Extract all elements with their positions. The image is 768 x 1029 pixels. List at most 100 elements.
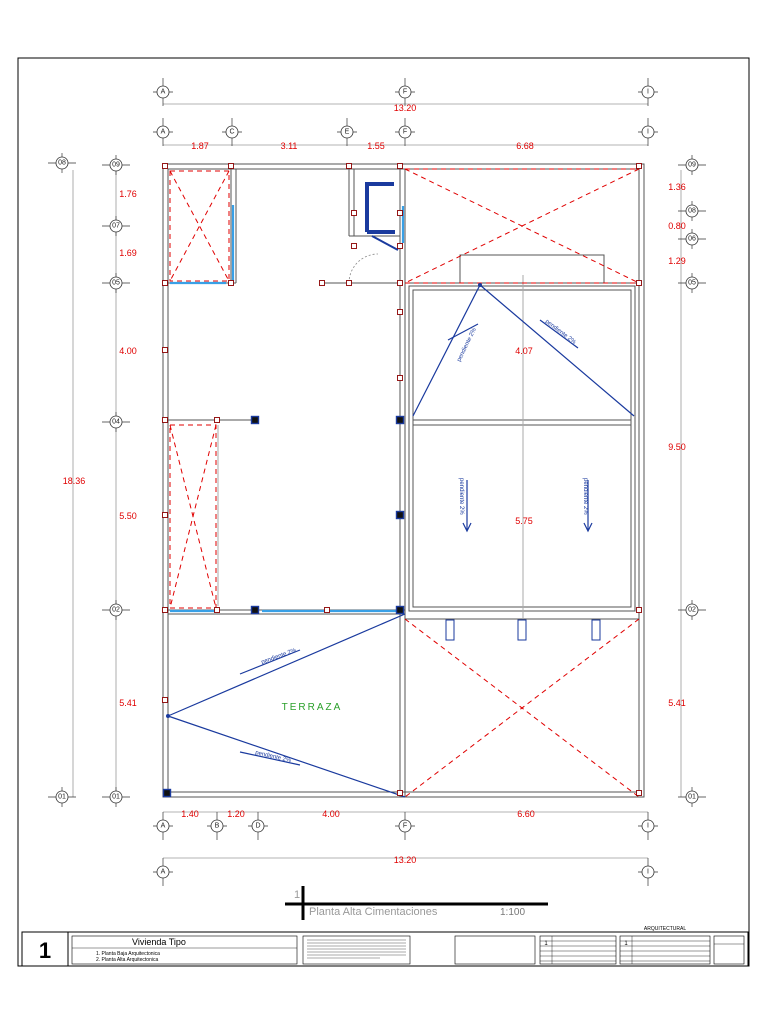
column-21	[214, 607, 220, 613]
axis-top-inner-e-label: E	[345, 129, 350, 136]
axis-top-inner-i: I	[638, 118, 658, 146]
box-header-c: ARQUITECTURAL	[644, 926, 686, 932]
axis-left-07-2-label: 07	[112, 223, 120, 230]
column-17	[395, 415, 405, 425]
column-27	[162, 788, 172, 798]
axis-left-02-5-label: 02	[112, 607, 120, 614]
axis-bottom-outer-a-label: A	[161, 869, 166, 876]
column-9	[397, 280, 403, 286]
dim-top-seg-3: 6.68	[516, 141, 534, 151]
column-13	[397, 375, 403, 381]
axis-right-02: 02	[678, 600, 706, 620]
roof-vents	[445, 619, 601, 641]
axis-right-05-label: 05	[688, 280, 696, 287]
column-33	[351, 243, 357, 249]
column-28	[397, 790, 403, 796]
column-10	[636, 280, 642, 286]
axis-right-08: 08	[678, 201, 706, 221]
axis-top-inner-i-label: I	[647, 129, 649, 136]
column-16	[250, 415, 260, 425]
axis-top-outer-f-label: F	[403, 89, 407, 96]
axis-top-inner-f: F	[395, 118, 415, 146]
column-1	[228, 163, 234, 169]
roof-slab	[217, 254, 636, 618]
axis-bottom-inner-f-label: F	[403, 823, 407, 830]
drawing-title: 1 Planta Alta Cimentaciones 1:100	[285, 886, 548, 920]
axis-bottom-inner-d-label: D	[255, 823, 260, 830]
axis-right-06-label: 06	[688, 236, 696, 243]
stair-element	[365, 182, 399, 251]
windows	[170, 205, 405, 613]
axis-left-01-6: 01	[102, 787, 130, 807]
slope-label-2: pendiente 2%	[544, 319, 577, 346]
dim-top-seg-2: 1.55	[367, 141, 385, 151]
axis-bottom-inner-a: A	[153, 812, 173, 840]
axis-left-outer-01: 01	[48, 787, 76, 807]
slope-label-3: pendiente 2%	[458, 478, 464, 515]
column-0	[162, 163, 168, 169]
column-31	[397, 243, 403, 249]
axis-left-09-1: 09	[102, 155, 130, 175]
axis-left-05-3: 05	[102, 273, 130, 293]
dim-left-seg-1: 1.69	[119, 248, 137, 258]
contents-1: 1. Planta Baja Arquitectonica	[96, 951, 160, 957]
axis-right-bottom-01-label: 01	[688, 794, 696, 801]
axis-bottom-inner-d: D	[248, 812, 268, 840]
axis-top-inner-f-label: F	[403, 129, 407, 136]
project-name: Vivienda Tipo	[132, 937, 186, 947]
dim-bottom-seg-1: 1.20	[227, 809, 245, 819]
axis-right-06: 06	[678, 229, 706, 249]
dim-left-seg-2: 4.00	[119, 346, 137, 356]
axis-top-inner-a: A	[153, 118, 173, 146]
slope-label-4: pendiente 2%	[582, 478, 588, 515]
axis-top-inner-a-label: A	[161, 129, 166, 136]
axis-right-08-label: 08	[688, 208, 696, 215]
column-14	[162, 417, 168, 423]
axis-bottom-inner-a-label: A	[161, 823, 166, 830]
dim-top-seg-1: 3.11	[281, 141, 298, 151]
column-7	[319, 280, 325, 286]
axis-left-05-3-label: 05	[112, 280, 120, 287]
dim-right-seg-4: 5.41	[668, 698, 686, 708]
dim-bottom-seg-2: 4.00	[322, 809, 340, 819]
axis-left-02-5: 02	[102, 600, 130, 620]
axis-bottom-inner-f: F	[395, 812, 415, 840]
sheet-number: 1	[39, 938, 51, 963]
axis-right-bottom-01: 01	[678, 787, 706, 807]
column-4	[636, 163, 642, 169]
contents-2: 2. Planta Alta Arquitectonica	[96, 957, 158, 963]
axis-top-outer-i-label: I	[647, 89, 649, 96]
axis-bottom-inner-i: I	[638, 812, 658, 840]
axis-bottom-outer-a: A	[153, 858, 173, 886]
drawing-title-number: 1	[294, 889, 300, 901]
axis-right-09: 09	[678, 155, 706, 175]
slope-apex-left	[166, 714, 170, 718]
dim-bottom-total: 13.20	[394, 855, 417, 865]
interior-dim-2: 5.75	[515, 516, 533, 526]
axis-bottom-inner-i-label: I	[647, 823, 649, 830]
axis-bottom-outer-i: I	[638, 858, 658, 886]
box-number-a: 1	[544, 941, 548, 947]
column-15	[214, 417, 220, 423]
title-block: 1 Vivienda Tipo 1. Planta Baja Arquitect…	[21, 926, 749, 967]
column-22	[250, 605, 260, 615]
column-29	[636, 790, 642, 796]
axis-left-09-1-label: 09	[112, 162, 120, 169]
axis-right-09-label: 09	[688, 162, 696, 169]
column-5	[162, 280, 168, 286]
axis-top-outer-i: I	[638, 78, 658, 106]
axis-left-07-2: 07	[102, 216, 130, 236]
axis-left-01-6-label: 01	[112, 794, 120, 801]
drawing-title-scale: 1:100	[500, 907, 525, 918]
axis-top-inner-e: E	[337, 118, 357, 146]
column-12	[397, 309, 403, 315]
axis-top-outer-a: A	[153, 78, 173, 106]
column-32	[351, 210, 357, 216]
column-24	[395, 605, 405, 615]
drawing-title-name: Planta Alta Cimentaciones	[309, 906, 438, 918]
column-2	[346, 163, 352, 169]
